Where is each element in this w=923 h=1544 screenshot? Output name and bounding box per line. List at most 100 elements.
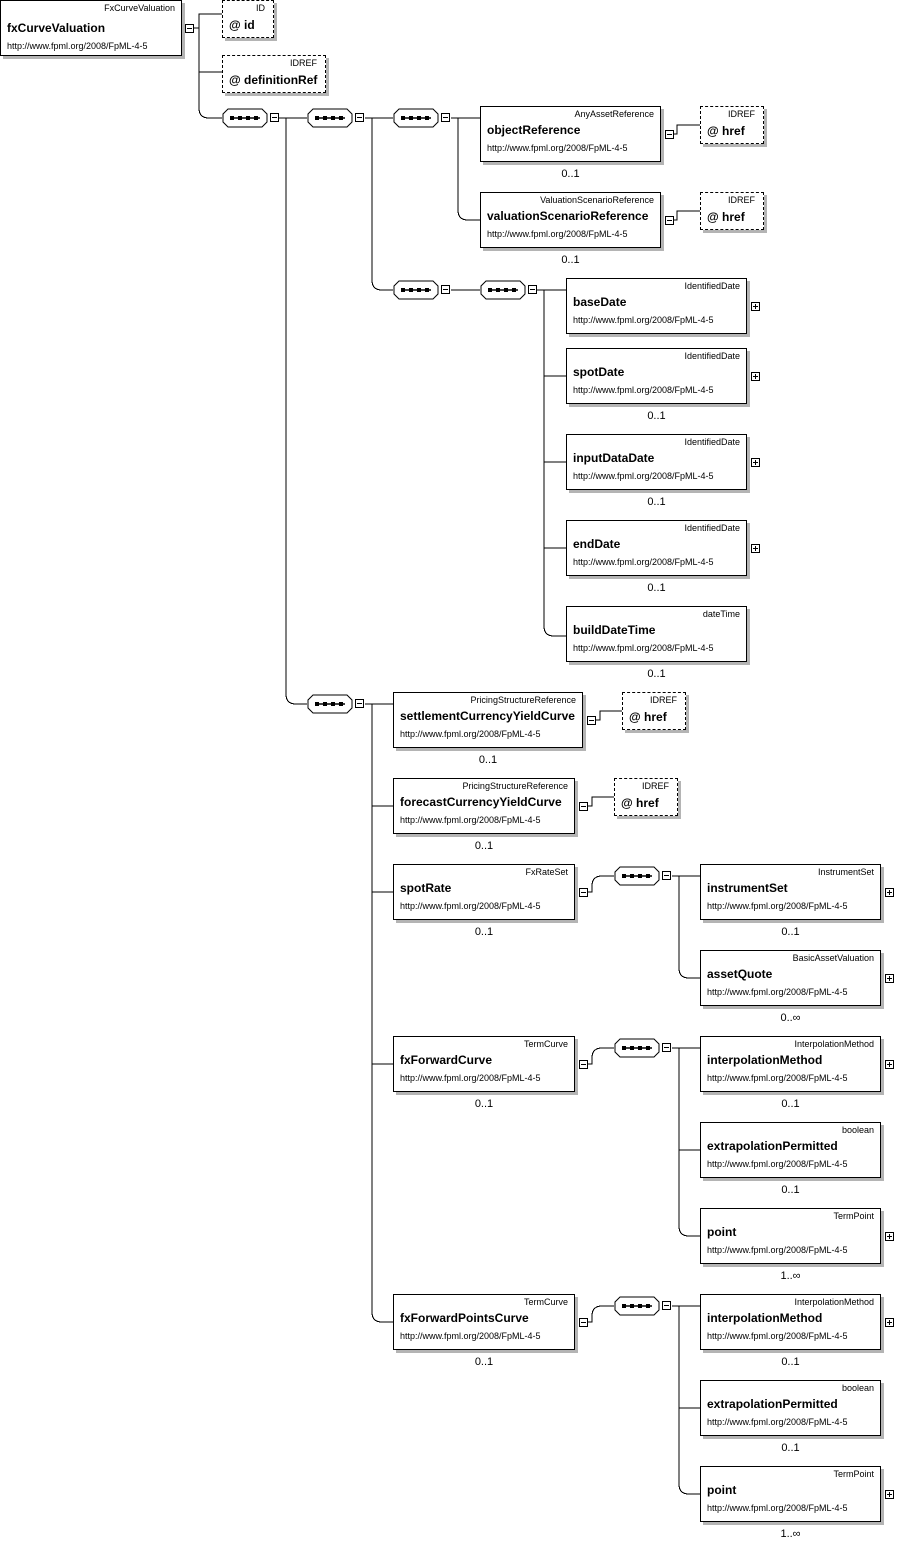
element-type: boolean bbox=[841, 1125, 874, 1135]
element-type: dateTime bbox=[702, 609, 740, 619]
attribute-type: IDREF bbox=[728, 195, 755, 205]
collapse-toggle-valuationScenarioReference[interactable] bbox=[665, 216, 674, 225]
attribute-name: @ href bbox=[707, 210, 745, 224]
expand-toggle-instrumentSet[interactable] bbox=[885, 888, 894, 897]
collapse-toggle-seq8[interactable] bbox=[662, 1043, 671, 1052]
element-name: baseDate bbox=[573, 295, 627, 309]
sequence-compositor-icon bbox=[393, 280, 439, 300]
collapse-toggle-seq2[interactable] bbox=[355, 113, 364, 122]
element-name: forecastCurrencyYieldCurve bbox=[400, 795, 562, 809]
element-name: endDate bbox=[573, 537, 621, 551]
element-name: interpolationMethod bbox=[707, 1311, 823, 1325]
collapse-toggle-settlementCurrencyYieldCurve[interactable] bbox=[587, 716, 596, 725]
element-name: fxForwardPointsCurve bbox=[400, 1311, 529, 1325]
cardinality-fxForwardPointsCurve: 0..1 bbox=[474, 1356, 494, 1368]
collapse-toggle-seq3[interactable] bbox=[441, 113, 450, 122]
cardinality-spotRate: 0..1 bbox=[474, 926, 494, 938]
attribute-href-3: IDREF@ href bbox=[622, 692, 686, 730]
expand-toggle-baseDate[interactable] bbox=[751, 302, 760, 311]
element-namespace: http://www.fpml.org/2008/FpML-4-5 bbox=[400, 815, 541, 825]
element-type: IdentifiedDate bbox=[684, 281, 740, 291]
attribute-name: @ definitionRef bbox=[229, 73, 318, 87]
attribute-type: IDREF bbox=[728, 109, 755, 119]
expand-toggle-inputDataDate[interactable] bbox=[751, 458, 760, 467]
element-baseDate: IdentifiedDate baseDate http://www.fpml.or… bbox=[566, 278, 747, 334]
attribute-type: ID bbox=[256, 3, 265, 13]
cardinality-objectReference: 0..1 bbox=[561, 168, 580, 180]
element-name: spotRate bbox=[400, 881, 452, 895]
element-name: point bbox=[707, 1225, 737, 1239]
sequence-compositor-icon bbox=[307, 108, 353, 128]
element-type: InterpolationMethod bbox=[794, 1039, 874, 1049]
element-type: IdentifiedDate bbox=[684, 351, 740, 361]
expand-toggle-fwd_point[interactable] bbox=[885, 1232, 894, 1241]
element-name: settlementCurrencyYieldCurve bbox=[400, 709, 575, 723]
element-namespace: http://www.fpml.org/2008/FpML-4-5 bbox=[400, 1073, 541, 1083]
cardinality-fwd_interpolationMethod: 0..1 bbox=[781, 1098, 800, 1110]
cardinality-valuationScenarioReference: 0..1 bbox=[561, 254, 580, 266]
cardinality-endDate: 0..1 bbox=[647, 582, 666, 594]
element-type: IdentifiedDate bbox=[684, 437, 740, 447]
element-namespace: http://www.fpml.org/2008/FpML-4-5 bbox=[400, 901, 541, 911]
expand-toggle-spotDate[interactable] bbox=[751, 372, 760, 381]
collapse-toggle-fxForwardPointsCurve[interactable] bbox=[579, 1318, 588, 1327]
collapse-toggle-seq7[interactable] bbox=[662, 871, 671, 880]
expand-toggle-fwd_interpolationMethod[interactable] bbox=[885, 1060, 894, 1069]
element-name: fxCurveValuation bbox=[7, 21, 106, 35]
collapse-toggle-spotRate[interactable] bbox=[579, 888, 588, 897]
collapse-toggle-seq6[interactable] bbox=[355, 699, 364, 708]
cardinality-forecastCurrencyYieldCurve: 0..1 bbox=[474, 840, 494, 852]
element-namespace: http://www.fpml.org/2008/FpML-4-5 bbox=[573, 643, 714, 653]
element-namespace: http://www.fpml.org/2008/FpML-4-5 bbox=[707, 901, 848, 911]
cardinality-fwd_extrapolationPermitted: 0..1 bbox=[781, 1184, 800, 1196]
cardinality-buildDateTime: 0..1 bbox=[647, 668, 666, 680]
expand-toggle-pts_point[interactable] bbox=[885, 1490, 894, 1499]
expand-toggle-pts_interpolationMethod[interactable] bbox=[885, 1318, 894, 1327]
cardinality-fwd_point: 1..∞ bbox=[780, 1270, 801, 1282]
element-namespace: http://www.fpml.org/2008/FpML-4-5 bbox=[707, 1503, 848, 1513]
attribute-definitionRef: IDREF @ definitionRef bbox=[222, 55, 326, 93]
element-name: extrapolationPermitted bbox=[707, 1139, 838, 1153]
collapse-toggle-seq1[interactable] bbox=[270, 113, 279, 122]
cardinality-pts_point: 1..∞ bbox=[780, 1528, 801, 1540]
collapse-toggle-seq9[interactable] bbox=[662, 1301, 671, 1310]
cardinality-instrumentSet: 0..1 bbox=[781, 926, 800, 938]
cardinality-assetQuote: 0..∞ bbox=[780, 1012, 801, 1024]
element-namespace: http://www.fpml.org/2008/FpML-4-5 bbox=[707, 987, 848, 997]
collapse-toggle-root[interactable] bbox=[185, 24, 194, 33]
cardinality-inputDataDate: 0..1 bbox=[647, 496, 666, 508]
element-name: spotDate bbox=[573, 365, 625, 379]
element-name: objectReference bbox=[487, 123, 581, 137]
element-name: fxForwardCurve bbox=[400, 1053, 493, 1067]
collapse-toggle-objectReference[interactable] bbox=[665, 130, 674, 139]
element-type: IdentifiedDate bbox=[684, 523, 740, 533]
element-namespace: http://www.fpml.org/2008/FpML-4-5 bbox=[707, 1417, 848, 1427]
element-name: instrumentSet bbox=[707, 881, 788, 895]
element-name: interpolationMethod bbox=[707, 1053, 823, 1067]
collapse-toggle-seq5[interactable] bbox=[528, 285, 537, 294]
element-name: valuationScenarioReference bbox=[487, 209, 649, 223]
collapse-toggle-seq4[interactable] bbox=[441, 285, 450, 294]
element-type: FxRateSet bbox=[525, 867, 568, 877]
expand-toggle-assetQuote[interactable] bbox=[885, 974, 894, 983]
sequence-compositor-icon bbox=[614, 1038, 660, 1058]
expand-toggle-endDate[interactable] bbox=[751, 544, 760, 553]
element-namespace: http://www.fpml.org/2008/FpML-4-5 bbox=[573, 315, 714, 325]
attribute-type: IDREF bbox=[290, 58, 317, 68]
collapse-toggle-fxForwardCurve[interactable] bbox=[579, 1060, 588, 1069]
collapse-toggle-forecastCurrencyYieldCurve[interactable] bbox=[579, 802, 588, 811]
